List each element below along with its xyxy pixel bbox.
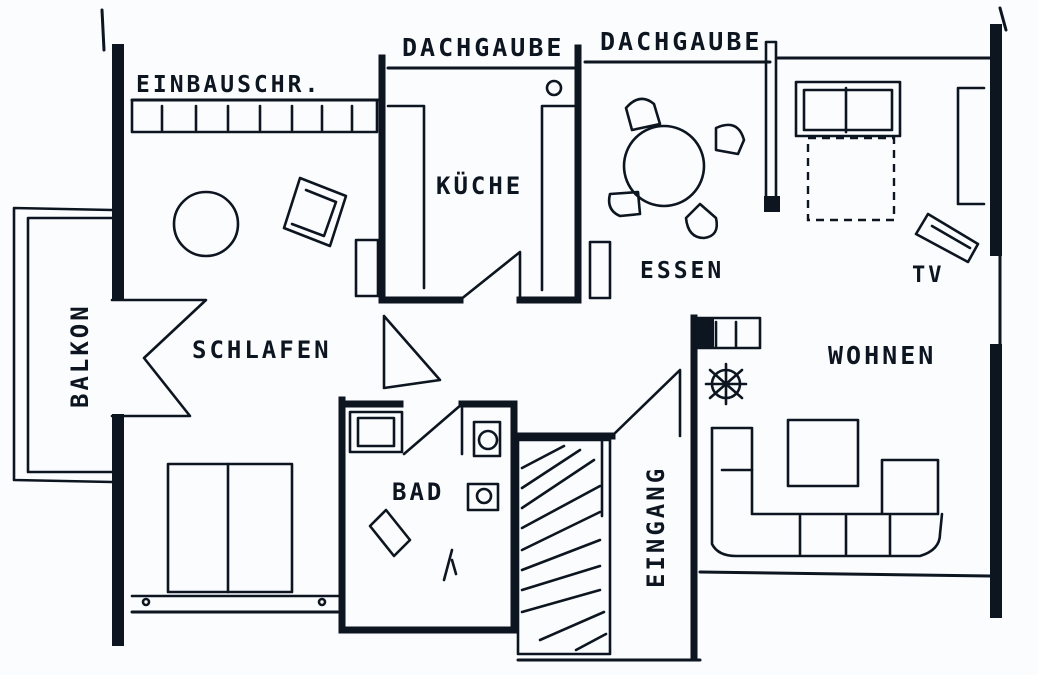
room-labels: DACHGAUBE DACHGAUBE EINBAUSCHR. KÜCHE ES… — [66, 27, 945, 588]
living-room-upper — [764, 40, 986, 264]
label-bad: BAD — [392, 478, 444, 506]
label-schlafen: SCHLAFEN — [192, 336, 332, 364]
label-eingang: EINGANG — [642, 466, 670, 588]
balcony-outline — [12, 206, 114, 484]
outer-walls — [100, 6, 1008, 662]
label-kueche: KÜCHE — [436, 170, 523, 200]
dining-set — [607, 97, 746, 240]
staircase — [516, 368, 682, 656]
bedroom-furniture — [110, 176, 442, 607]
label-balkon: BALKON — [66, 303, 94, 408]
label-einbauschr: EINBAUSCHR. — [136, 72, 321, 98]
built-in-wardrobe — [130, 98, 379, 134]
bathroom-fixtures — [348, 402, 502, 582]
kitchen-walls — [354, 44, 612, 304]
label-dachgaube-2: DACHGAUBE — [600, 27, 762, 56]
label-wohnen: WOHNEN — [828, 341, 936, 370]
label-dachgaube-1: DACHGAUBE — [402, 33, 564, 62]
label-tv: TV — [912, 263, 945, 288]
living-room-lower — [710, 418, 944, 558]
label-essen: ESSEN — [640, 258, 724, 284]
central-walls — [338, 314, 762, 662]
